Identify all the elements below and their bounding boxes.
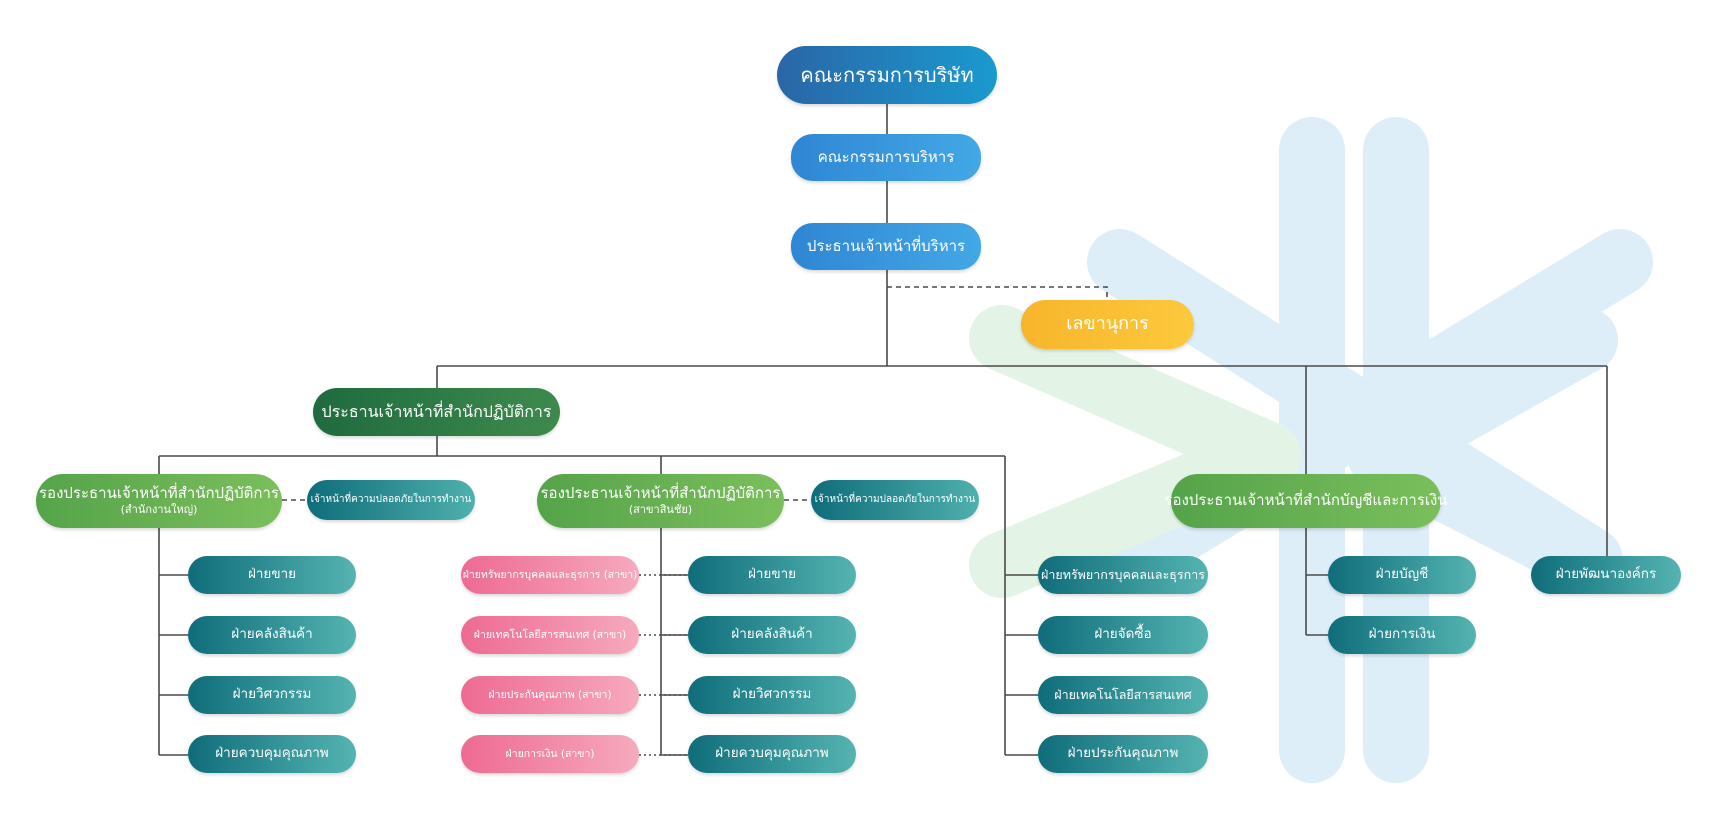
hq-dept-label: ฝ่ายควบคุมคุณภาพ xyxy=(215,745,329,762)
vp-ops-branch-title: รองประธานเจ้าหน้าที่สำนักปฏิบัติการ xyxy=(540,484,781,503)
vp-ops-hq-subtitle: (สำนักงานใหญ่) xyxy=(120,503,198,517)
board-label: คณะกรรมการบริษัท xyxy=(800,62,974,87)
branch-dept-box: ฝ่ายวิศวกรรม xyxy=(688,676,856,714)
vp-operations-hq-box: รองประธานเจ้าหน้าที่สำนักปฏิบัติการ (สำน… xyxy=(36,474,282,528)
branch-support-dept-box: ฝ่ายการเงิน (สาขา) xyxy=(461,735,639,773)
central-dept-label: ฝ่ายจัดซื้อ xyxy=(1094,626,1152,643)
finance-dept-label: ฝ่ายการเงิน xyxy=(1368,626,1436,643)
branch-dept-box: ฝ่ายขาย xyxy=(688,556,856,594)
vp-finance-box: รองประธานเจ้าหน้าที่สำนักบัญชีและการเงิน xyxy=(1164,474,1448,528)
branch-support-dept-box: ฝ่ายเทคโนโลยีสารสนเทศ (สาขา) xyxy=(461,616,639,654)
central-dept-box: ฝ่ายทรัพยากรบุคคลและธุรการ xyxy=(1038,556,1208,594)
finance-dept-box: ฝ่ายบัญชี xyxy=(1328,556,1476,594)
logo-green-bar-upper xyxy=(969,305,1301,488)
secretary-box: เลขานุการ xyxy=(1021,300,1194,349)
safety-officer-branch-box: เจ้าหน้าที่ความปลอดภัยในการทำงาน xyxy=(811,480,979,520)
hq-dept-label: ฝ่ายขาย xyxy=(247,566,297,583)
finance-dept-box: ฝ่ายการเงิน xyxy=(1328,616,1476,654)
board-of-directors-box: คณะกรรมการบริษัท xyxy=(777,46,997,104)
branch-support-dept-box: ฝ่ายทรัพยากรบุคคลและธุรการ (สาขา) xyxy=(461,556,639,594)
vp-finance-label: รองประธานเจ้าหน้าที่สำนักบัญชีและการเงิน xyxy=(1164,491,1448,510)
secretary-label: เลขานุการ xyxy=(1066,313,1149,335)
ceo-label: ประธานเจ้าหน้าที่บริหาร xyxy=(806,236,966,255)
vp-operations-branch-box: รองประธานเจ้าหน้าที่สำนักปฏิบัติการ (สาข… xyxy=(537,474,784,528)
safety-officer-hq-box: เจ้าหน้าที่ความปลอดภัยในการทำงาน xyxy=(307,480,475,520)
branch-support-dept-label: ฝ่ายประกันคุณภาพ (สาขา) xyxy=(488,688,612,701)
hq-dept-label: ฝ่ายคลังสินค้า xyxy=(231,626,313,643)
branch-support-dept-label: ฝ่ายการเงิน (สาขา) xyxy=(505,747,595,760)
central-dept-box: ฝ่ายจัดซื้อ xyxy=(1038,616,1208,654)
vp-ops-hq-title: รองประธานเจ้าหน้าที่สำนักปฏิบัติการ xyxy=(39,484,279,503)
branch-dept-label: ฝ่ายวิศวกรรม xyxy=(732,686,812,703)
safety-officer-hq-label: เจ้าหน้าที่ความปลอดภัยในการทำงาน xyxy=(310,494,472,506)
branch-dept-label: ฝ่ายคลังสินค้า xyxy=(731,626,813,643)
hq-dept-label: ฝ่ายวิศวกรรม xyxy=(232,686,312,703)
hq-dept-box: ฝ่ายคลังสินค้า xyxy=(188,616,356,654)
branch-support-dept-label: ฝ่ายเทคโนโลยีสารสนเทศ (สาขา) xyxy=(473,628,627,641)
branch-dept-label: ฝ่ายขาย xyxy=(747,566,797,583)
dashed-line-secretary xyxy=(887,286,1108,300)
central-dept-label: ฝ่ายเทคโนโลยีสารสนเทศ xyxy=(1054,686,1192,702)
exec-committee-label: คณะกรรมการบริหาร xyxy=(817,147,955,166)
central-dept-label: ฝ่ายทรัพยากรบุคคลและธุรการ xyxy=(1041,566,1205,582)
logo-diagonal-bar-4 xyxy=(1347,422,1618,593)
central-dept-box: ฝ่ายประกันคุณภาพ xyxy=(1038,735,1208,773)
org-development-dept-box: ฝ่ายพัฒนาองค์กร xyxy=(1531,556,1681,594)
central-dept-box: ฝ่ายเทคโนโลยีสารสนเทศ xyxy=(1038,676,1208,714)
branch-dept-box: ฝ่ายคลังสินค้า xyxy=(688,616,856,654)
hq-dept-box: ฝ่ายขาย xyxy=(188,556,356,594)
branch-dept-box: ฝ่ายควบคุมคุณภาพ xyxy=(688,735,856,773)
hq-dept-box: ฝ่ายควบคุมคุณภาพ xyxy=(188,735,356,773)
coo-label: ประธานเจ้าหน้าที่สำนักปฏิบัติการ xyxy=(321,401,552,421)
hq-dept-box: ฝ่ายวิศวกรรม xyxy=(188,676,356,714)
central-dept-label: ฝ่ายประกันคุณภาพ xyxy=(1067,745,1179,762)
coo-box: ประธานเจ้าหน้าที่สำนักปฏิบัติการ xyxy=(313,388,560,436)
ceo-box: ประธานเจ้าหน้าที่บริหาร xyxy=(791,223,981,270)
branch-support-dept-label: ฝ่ายทรัพยากรบุคคลและธุรการ (สาขา) xyxy=(462,568,638,581)
logo-green-bar-lower xyxy=(969,422,1301,598)
org-dev-label: ฝ่ายพัฒนาองค์กร xyxy=(1555,566,1657,583)
executive-committee-box: คณะกรรมการบริหาร xyxy=(791,134,981,181)
branch-support-dept-box: ฝ่ายประกันคุณภาพ (สาขา) xyxy=(461,676,639,714)
branch-dept-label: ฝ่ายควบคุมคุณภาพ xyxy=(715,745,829,762)
vp-ops-branch-subtitle: (สาขาสินชัย) xyxy=(628,503,693,517)
finance-dept-label: ฝ่ายบัญชี xyxy=(1375,566,1429,583)
safety-officer-branch-label: เจ้าหน้าที่ความปลอดภัยในการทำงาน xyxy=(814,494,976,506)
